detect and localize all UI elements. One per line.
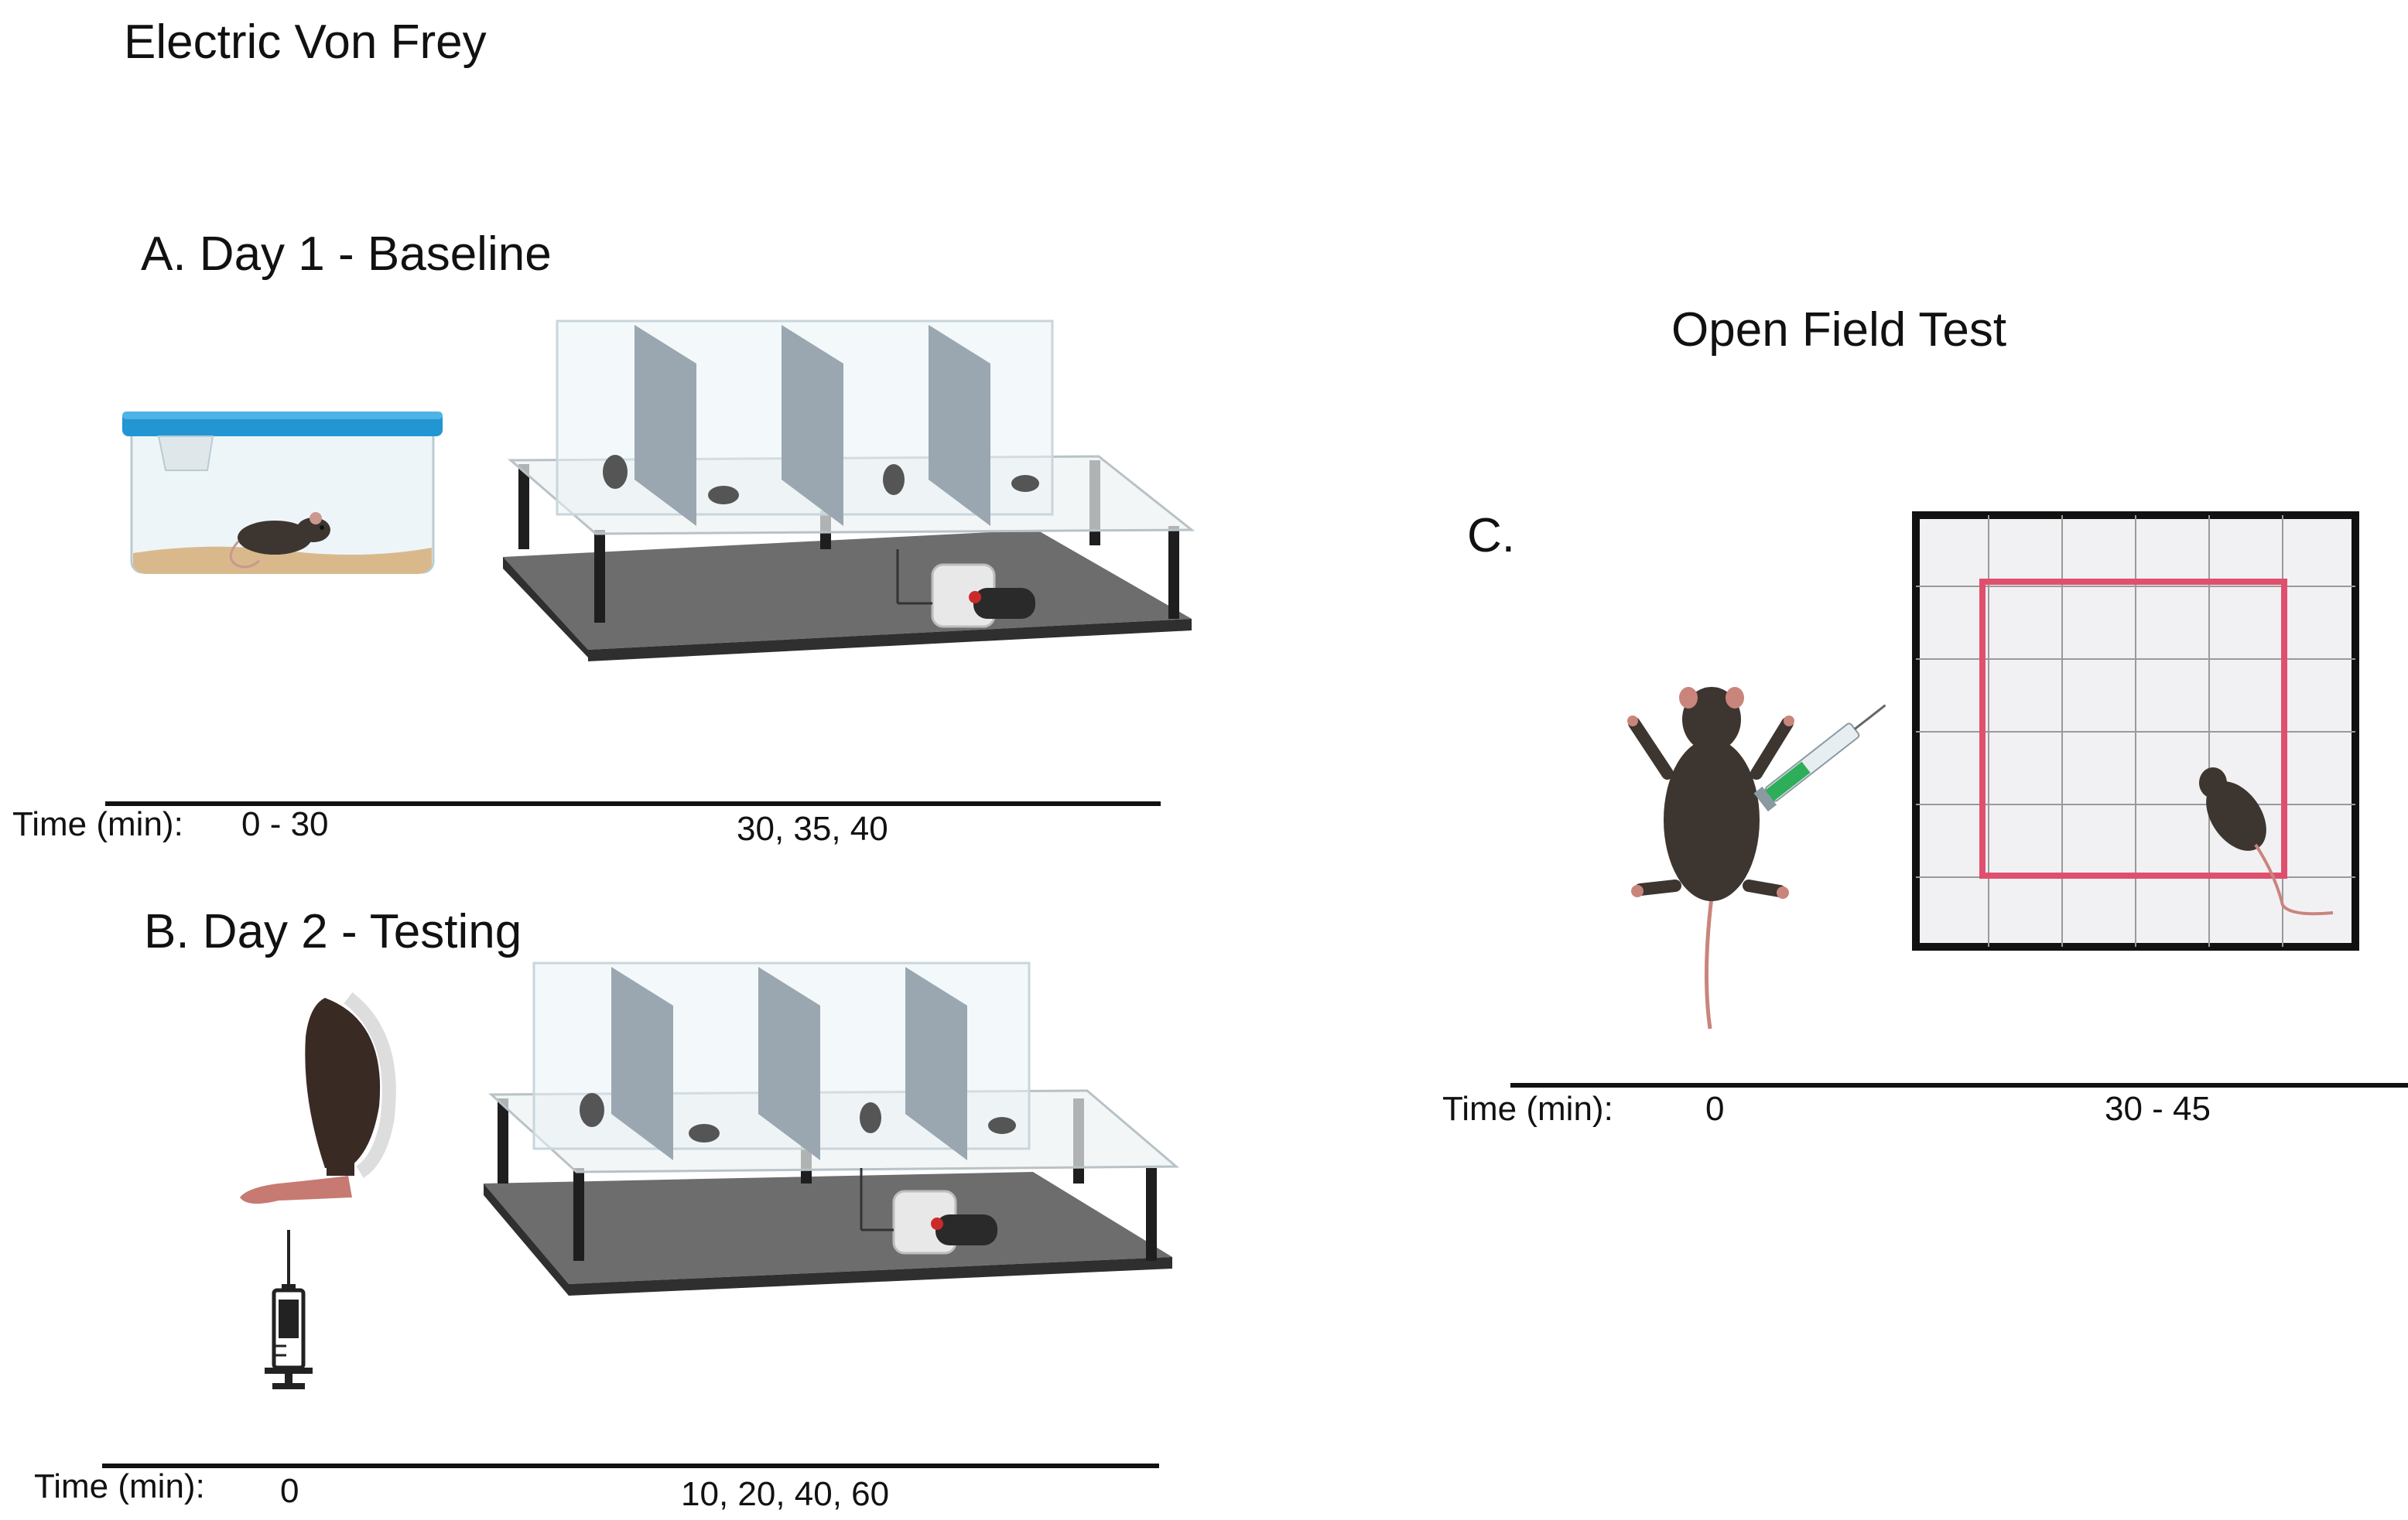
- timeline-a-label: Time (min):: [12, 805, 183, 843]
- mouse-cage-icon: [122, 412, 443, 574]
- timeline-b-tick-1: 0: [280, 1472, 299, 1510]
- injection-arm-icon: [240, 992, 396, 1204]
- panel-b-title: B. Day 2 - Testing: [144, 905, 522, 958]
- timeline-b: [102, 1464, 1159, 1468]
- open-field-arena-icon: [1912, 511, 2359, 951]
- von-frey-apparatus-icon: [503, 319, 1195, 661]
- panel-c-heading: Open Field Test: [1671, 303, 2007, 357]
- timeline-b-label: Time (min):: [34, 1467, 205, 1505]
- timeline-c-tick-2: 30 - 45: [2105, 1090, 2211, 1128]
- timeline-a: [105, 801, 1161, 806]
- syringe-icon: [265, 1230, 313, 1389]
- panel-c-label: C.: [1467, 509, 1515, 562]
- timeline-c: [1510, 1083, 2408, 1088]
- timeline-b-tick-2: 10, 20, 40, 60: [681, 1475, 890, 1513]
- figure-title: Electric Von Frey: [124, 15, 487, 69]
- timeline-a-tick-2: 30, 35, 40: [737, 810, 888, 848]
- panel-a-title: A. Day 1 - Baseline: [141, 227, 552, 281]
- timeline-c-label: Time (min):: [1442, 1090, 1613, 1128]
- von-frey-apparatus-b-icon: [484, 962, 1180, 1296]
- timeline-a-tick-1: 0 - 30: [241, 805, 329, 843]
- mouse-topview-icon: [1627, 687, 1886, 1030]
- timeline-c-tick-1: 0: [1705, 1090, 1725, 1128]
